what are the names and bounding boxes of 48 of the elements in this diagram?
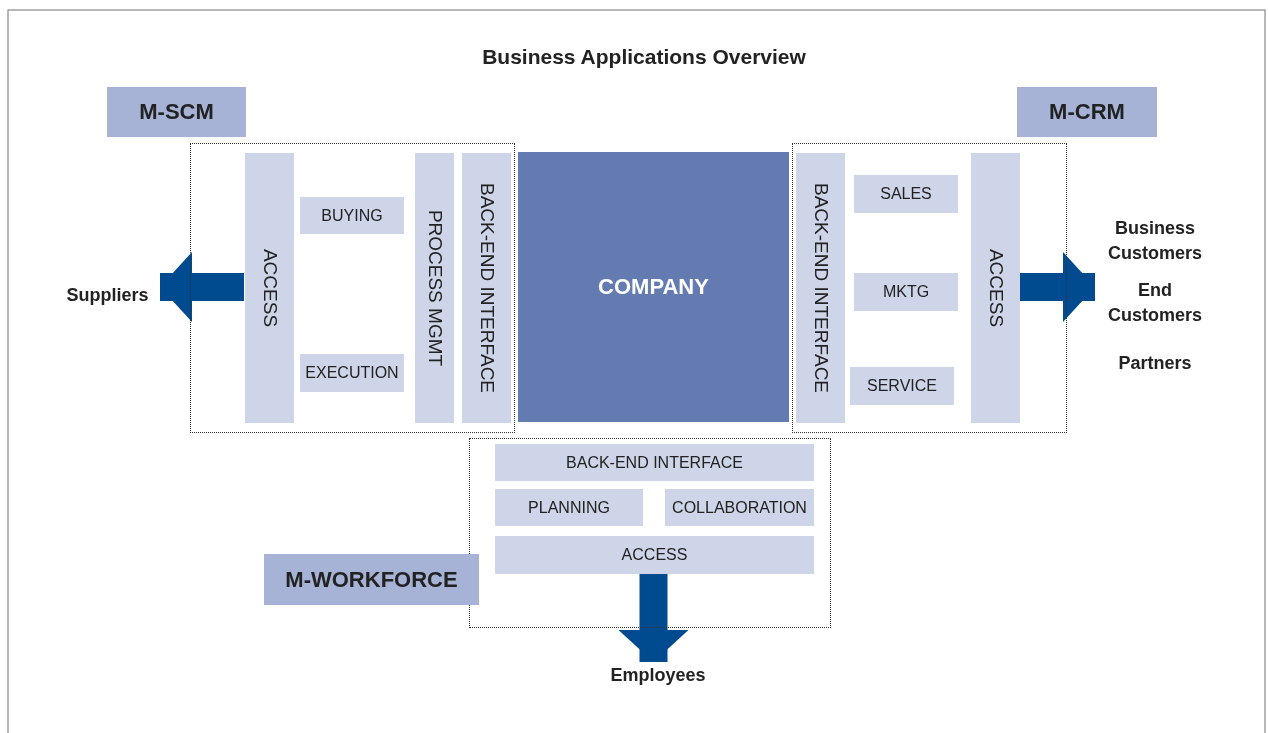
diagram-title: Business Applications Overview bbox=[482, 45, 806, 69]
module-group bbox=[469, 438, 831, 628]
box-label: COLLABORATION bbox=[672, 497, 807, 518]
function-box bbox=[495, 444, 814, 481]
function-box bbox=[300, 197, 404, 234]
box-label: EXECUTION bbox=[305, 362, 399, 383]
function-box bbox=[665, 489, 814, 526]
function-box bbox=[300, 354, 404, 392]
box-label: PLANNING bbox=[528, 497, 610, 518]
stakeholder-label: End Customers bbox=[1107, 278, 1203, 327]
box-label: MKTG bbox=[882, 281, 930, 302]
box-label: M-SCM bbox=[139, 97, 214, 126]
module-group bbox=[792, 143, 1067, 433]
stakeholder-label: Business Customers bbox=[1107, 216, 1203, 265]
layer-bar bbox=[415, 153, 454, 423]
stakeholder-label: Employees bbox=[609, 664, 707, 688]
layer-bar bbox=[971, 153, 1020, 423]
module-label bbox=[107, 87, 246, 137]
module-label bbox=[1017, 87, 1157, 137]
function-box bbox=[495, 489, 643, 526]
box-label: BUYING bbox=[321, 205, 383, 226]
layer-bar bbox=[245, 153, 294, 423]
box-label: SERVICE bbox=[867, 375, 937, 396]
box-label: BACK-END INTERFACE bbox=[566, 452, 743, 473]
box-label: PROCESS MGMT bbox=[423, 209, 447, 367]
function-box bbox=[495, 536, 814, 574]
block-arrow bbox=[160, 252, 244, 322]
layer-bar bbox=[796, 153, 845, 423]
function-box bbox=[854, 175, 958, 213]
box-label: M-CRM bbox=[1049, 97, 1125, 126]
company-box bbox=[518, 152, 789, 422]
block-arrow bbox=[1019, 252, 1095, 322]
module-group bbox=[190, 143, 515, 433]
layer-bar bbox=[462, 153, 511, 423]
box-label: ACCESS bbox=[621, 544, 688, 565]
box-label: BACK-END INTERFACE bbox=[809, 182, 833, 394]
function-box bbox=[854, 273, 958, 311]
box-label: ACCESS bbox=[258, 248, 282, 328]
box-label: BACK-END INTERFACE bbox=[475, 182, 499, 394]
function-box bbox=[850, 367, 954, 405]
module-label bbox=[264, 554, 479, 605]
block-arrow bbox=[618, 573, 689, 662]
box-label: M-WORKFORCE bbox=[285, 565, 458, 594]
box-label: COMPANY bbox=[598, 272, 709, 301]
box-label: SALES bbox=[880, 183, 932, 204]
stakeholder-label: Suppliers bbox=[65, 284, 150, 308]
box-label: ACCESS bbox=[984, 248, 1008, 328]
stakeholder-label: Partners bbox=[1117, 352, 1193, 376]
